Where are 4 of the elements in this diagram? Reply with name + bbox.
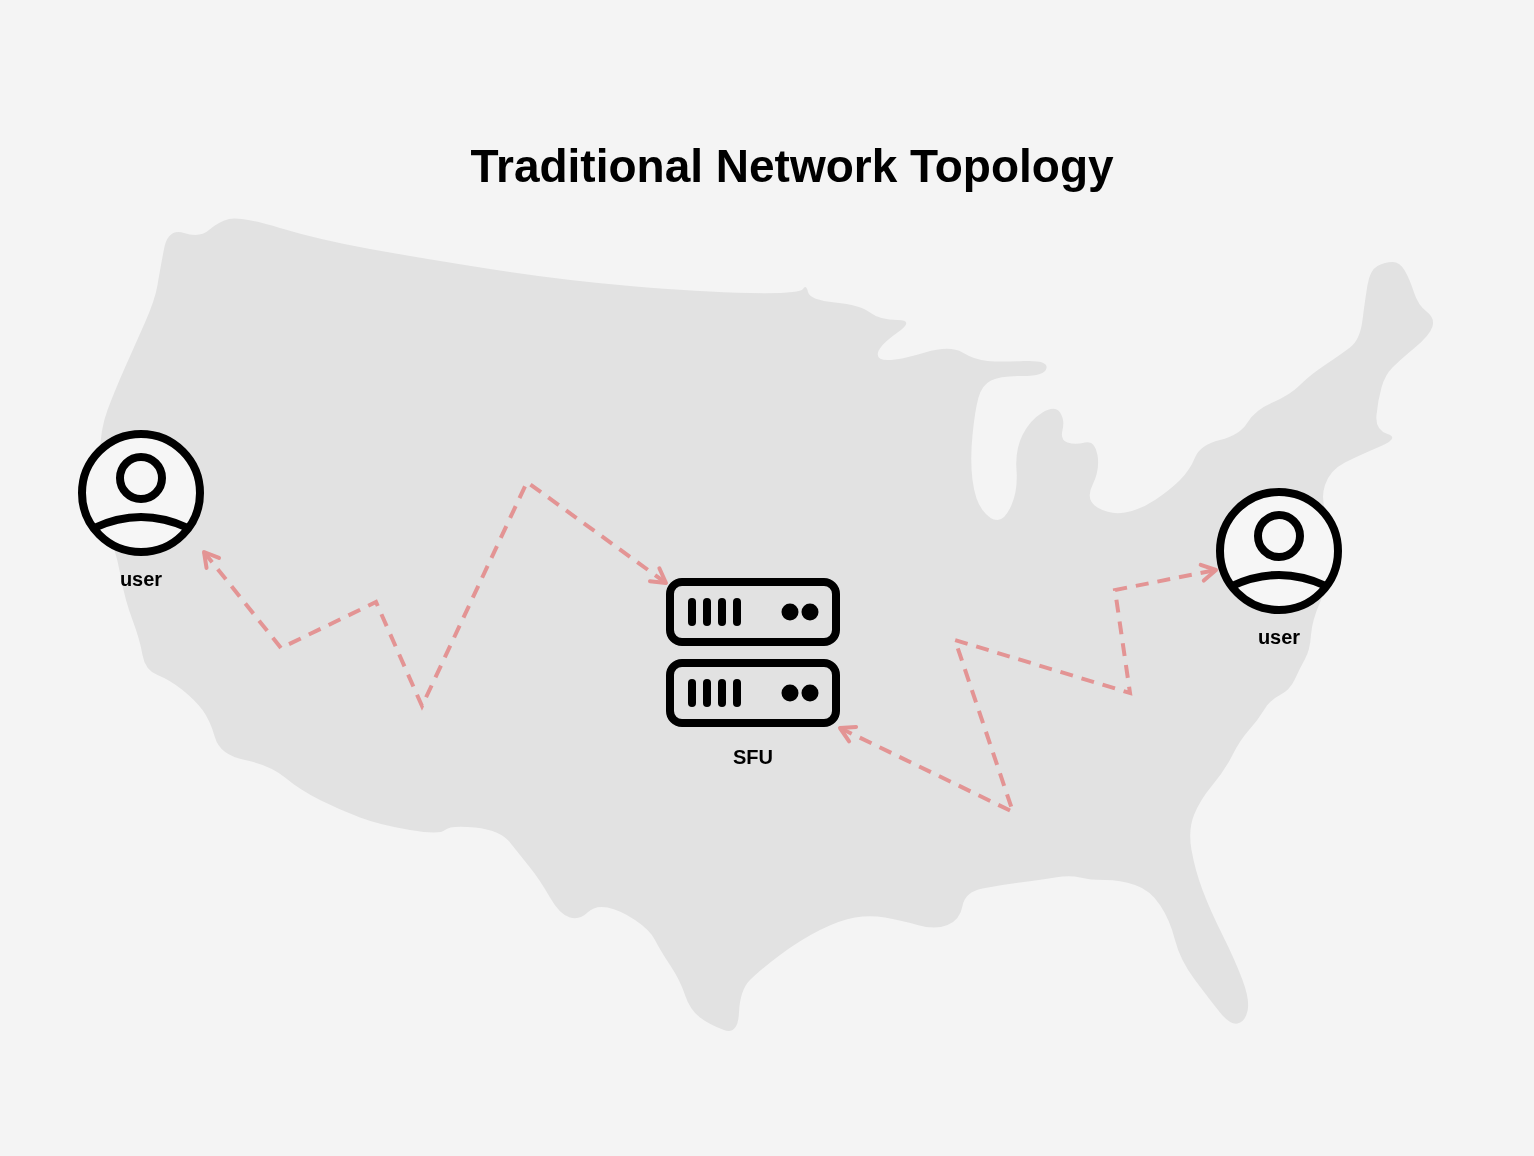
node-label: user — [119, 568, 163, 590]
diagram-title: Traditional Network Topology — [470, 139, 1114, 194]
node-label: SFU — [733, 746, 773, 768]
node-label: user — [1257, 626, 1301, 648]
